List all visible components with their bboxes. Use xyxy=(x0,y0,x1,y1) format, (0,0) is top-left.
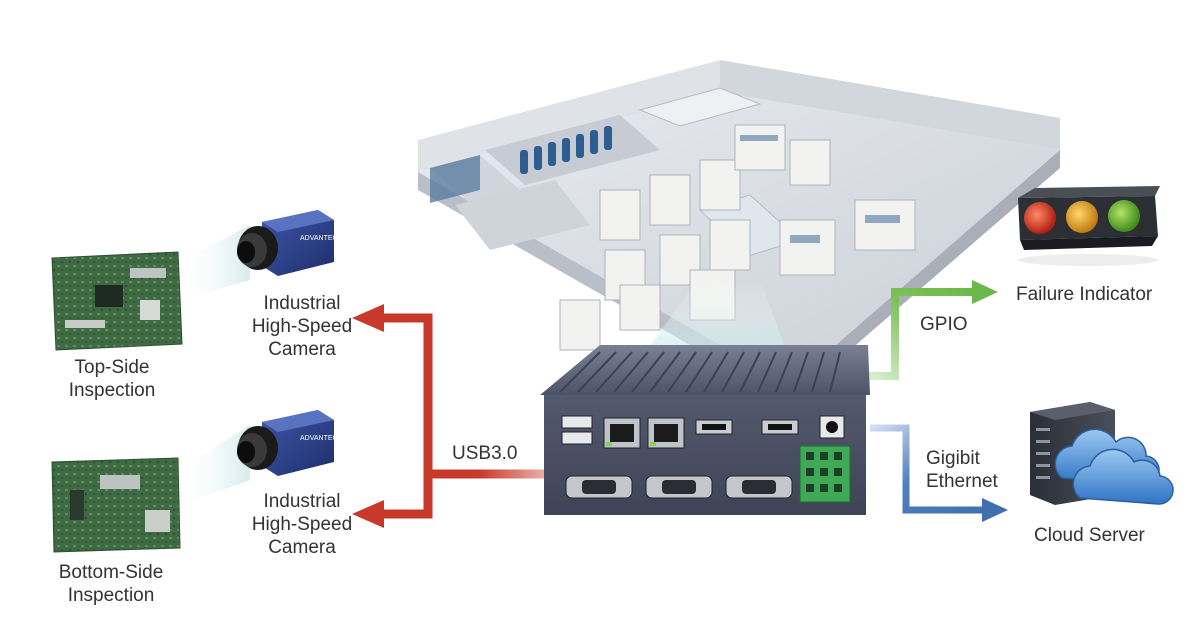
ethernet-label: Gigibit Ethernet xyxy=(926,447,998,493)
ethernet-line-2: Ethernet xyxy=(926,471,998,492)
bottom-side-inspection-label: Bottom-Side Inspection xyxy=(46,561,176,607)
camera-bottom-line-1: Industrial xyxy=(263,491,341,512)
usb-arrow xyxy=(352,304,560,528)
gpio-arrow xyxy=(862,280,998,380)
failure-indicator-label: Failure Indicator xyxy=(1016,284,1153,305)
camera-bottom-line-2: High-Speed xyxy=(251,514,353,535)
bottom-side-line-1: Bottom-Side xyxy=(58,562,164,583)
factory-floor-illustration xyxy=(418,60,1060,402)
gpio-label: GPIO xyxy=(920,314,968,335)
camera-brand-bottom: ADVANTECH xyxy=(300,435,343,442)
top-side-line-1: Top-Side xyxy=(74,357,150,378)
usb-label: USB3.0 xyxy=(452,443,518,464)
camera-bottom: ADVANTECH xyxy=(180,410,343,505)
bottom-side-line-2: Inspection xyxy=(67,585,155,606)
pcb-bottom-board xyxy=(51,457,181,553)
camera-top: ADVANTECH xyxy=(180,210,343,300)
camera-top-line-2: High-Speed xyxy=(251,316,353,337)
traffic-light-icon xyxy=(1018,186,1160,266)
top-side-line-2: Inspection xyxy=(68,380,156,401)
camera-bottom-line-3: Camera xyxy=(268,537,336,558)
ethernet-line-1: Gigibit xyxy=(926,448,980,469)
camera-top-label: Industrial High-Speed Camera xyxy=(244,292,360,361)
cloud-server-label: Cloud Server xyxy=(1034,525,1145,546)
camera-top-line-3: Camera xyxy=(268,339,336,360)
cloud-icon xyxy=(1054,428,1174,505)
fanless-embedded-pc xyxy=(540,345,870,515)
camera-bottom-label: Industrial High-Speed Camera xyxy=(244,490,360,559)
pcb-top-board xyxy=(51,251,183,351)
top-side-inspection-label: Top-Side Inspection xyxy=(52,356,172,402)
camera-top-line-1: Industrial xyxy=(263,293,341,314)
ethernet-arrow xyxy=(870,424,1008,522)
camera-brand-top: ADVANTECH xyxy=(300,235,343,242)
